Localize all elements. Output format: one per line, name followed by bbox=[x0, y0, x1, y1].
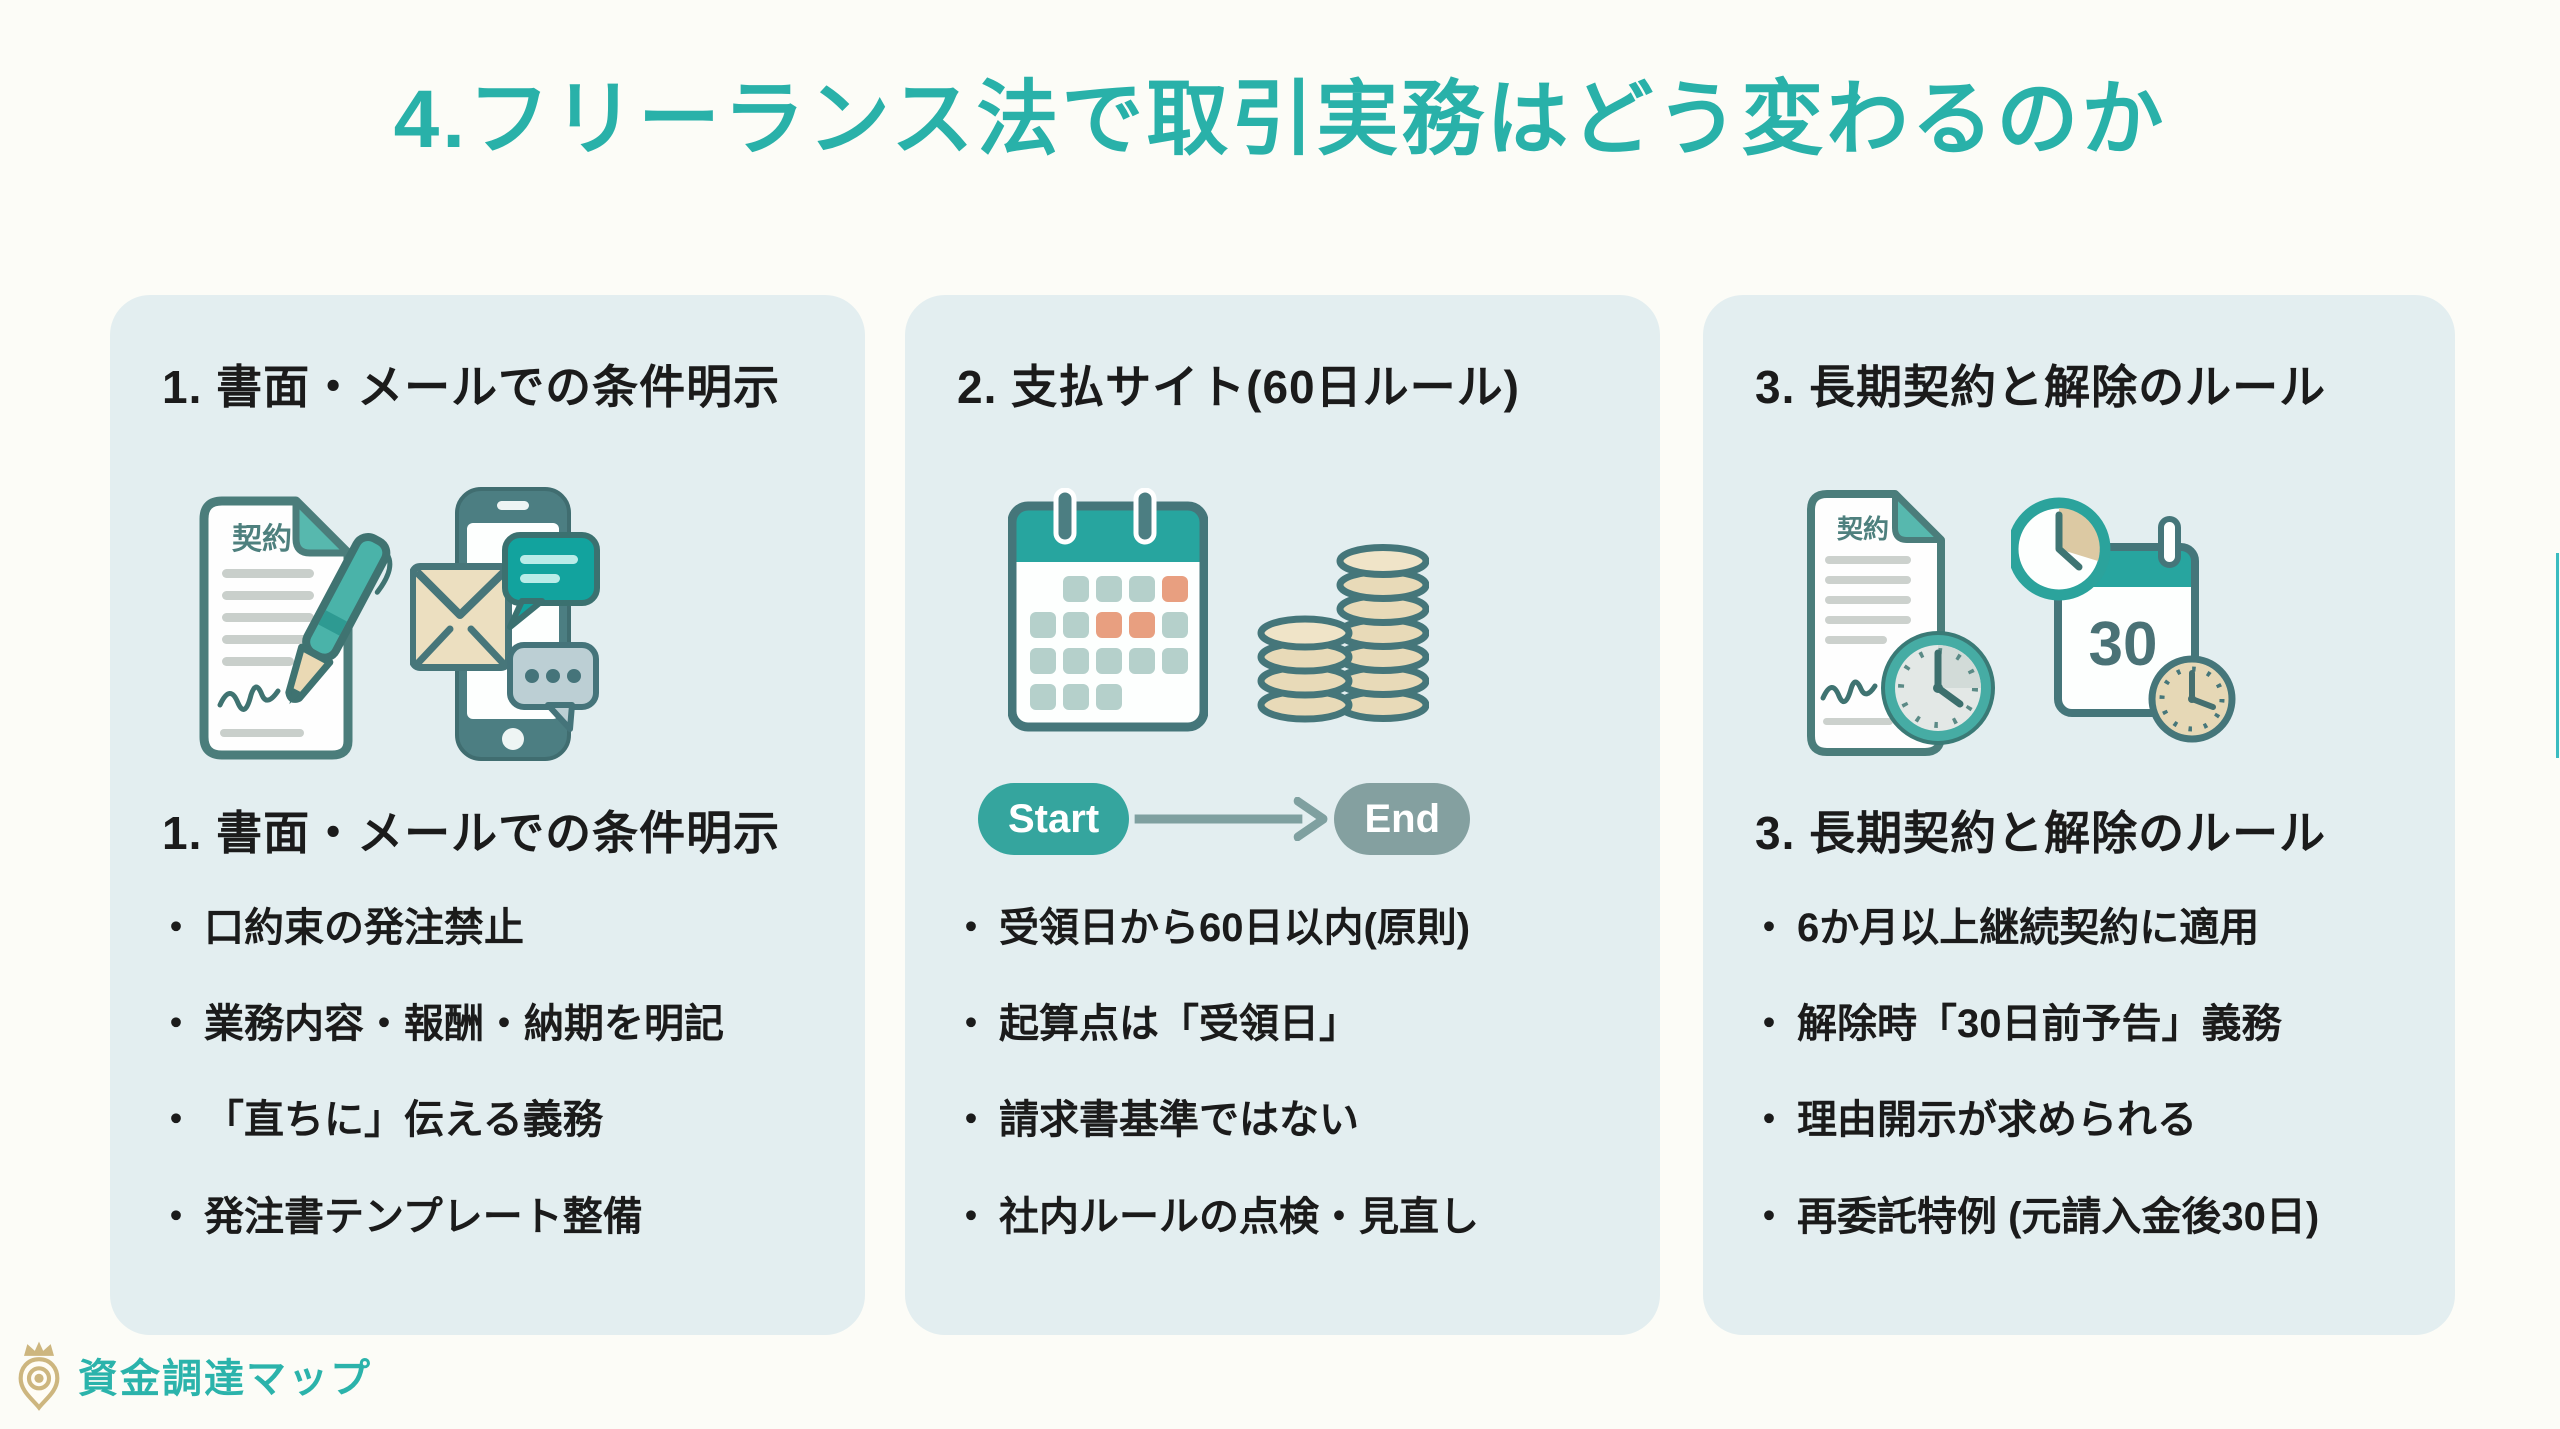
bullet-text: 解除時「30日前予告」義務 bbox=[1797, 1002, 2282, 1047]
list-item: ・社内ルールの点検・見直し bbox=[951, 1194, 1640, 1241]
flow-arrow-icon bbox=[1134, 797, 1328, 841]
bullet-text: 業務内容・報酬・納期を明記 bbox=[204, 1002, 724, 1047]
brand-logo: 資金調達マップ bbox=[14, 1338, 372, 1412]
bullet-marker: ・ bbox=[156, 906, 196, 950]
list-item: ・業務内容・報酬・納期を明記 bbox=[156, 1001, 845, 1048]
card-subtitle: 3. 長期契約と解除のルール bbox=[1755, 807, 2327, 859]
card-long-term-rules: 3. 長期契約と解除のルール 契約 30 3. 長期契約と解除のルール ・ bbox=[1703, 295, 2455, 1335]
card-subtitle: 1. 書面・メールでの条件明示 bbox=[162, 807, 781, 859]
bullet-text: 口約束の発注禁止 bbox=[204, 906, 524, 950]
bullet-text: 社内ルールの点検・見直し bbox=[999, 1194, 1479, 1239]
bullet-list: ・6か月以上継続契約に適用 ・解除時「30日前予告」義務 ・理由開示が求められる… bbox=[1749, 905, 2435, 1290]
list-item: ・「直ちに」伝える義務 bbox=[156, 1097, 845, 1144]
bullet-text: 「直ちに」伝える義務 bbox=[204, 1098, 603, 1143]
payment-flow: Start End bbox=[978, 783, 1470, 855]
bullet-marker: ・ bbox=[1749, 906, 1789, 950]
bullet-marker: ・ bbox=[951, 1098, 991, 1143]
calendar-day-label: 30 bbox=[2089, 610, 2158, 679]
coins-icon bbox=[1257, 544, 1429, 723]
bullet-text: 発注書テンプレート整備 bbox=[204, 1194, 643, 1239]
bullet-text: 6か月以上継続契約に適用 bbox=[1797, 906, 2260, 950]
list-item: ・再委託特例 (元請入金後30日) bbox=[1749, 1194, 2435, 1241]
page-title: 4.フリーランス法で取引実務はどう変わるのか bbox=[393, 74, 2167, 165]
list-item: ・解除時「30日前予告」義務 bbox=[1749, 1001, 2435, 1048]
card-header: 3. 長期契約と解除のルール bbox=[1755, 361, 2327, 413]
list-item: ・受領日から60日以内(原則) bbox=[951, 905, 1640, 952]
logo-text: 資金調達マップ bbox=[78, 1357, 372, 1401]
contract-label: 契約 bbox=[1836, 514, 1889, 544]
logo-pin-icon bbox=[18, 1341, 60, 1411]
bullet-text: 理由開示が求められる bbox=[1797, 1098, 2197, 1143]
bullet-text: 請求書基準ではない bbox=[999, 1098, 1359, 1143]
bullet-marker: ・ bbox=[1749, 1098, 1789, 1143]
phone-mail-icon bbox=[410, 487, 600, 761]
clock-calendar-30-icon: 30 bbox=[2011, 497, 2236, 743]
calendar-icon bbox=[1008, 488, 1208, 732]
list-item: ・口約束の発注禁止 bbox=[156, 905, 845, 952]
right-edge-artifact-line bbox=[2556, 553, 2559, 758]
card-header: 1. 書面・メールでの条件明示 bbox=[162, 361, 781, 413]
card-written-terms: 1. 書面・メールでの条件明示 契約 bbox=[110, 295, 865, 1335]
contract-pen-icon: 契約 bbox=[199, 496, 393, 760]
bullet-marker: ・ bbox=[951, 906, 991, 950]
list-item: ・起算点は「受領日」 bbox=[951, 1001, 1640, 1048]
list-item: ・発注書テンプレート整備 bbox=[156, 1194, 845, 1241]
bullet-text: 受領日から60日以内(原則) bbox=[999, 906, 1471, 950]
list-item: ・請求書基準ではない bbox=[951, 1097, 1640, 1144]
flow-end-pill: End bbox=[1334, 783, 1470, 855]
contract-clock-icon: 契約 bbox=[1807, 490, 1995, 756]
bullet-marker: ・ bbox=[156, 1098, 196, 1143]
list-item: ・理由開示が求められる bbox=[1749, 1097, 2435, 1144]
bullet-text: 再委託特例 (元請入金後30日) bbox=[1797, 1194, 2320, 1239]
card-header: 2. 支払サイト(60日ルール) bbox=[957, 361, 1520, 413]
card-payment-term: 2. 支払サイト(60日ルール) bbox=[905, 295, 1660, 1335]
list-item: ・6か月以上継続契約に適用 bbox=[1749, 905, 2435, 952]
flow-start-pill: Start bbox=[978, 783, 1130, 855]
bullet-marker: ・ bbox=[156, 1002, 196, 1047]
bullet-text: 起算点は「受領日」 bbox=[999, 1002, 1359, 1047]
bullet-marker: ・ bbox=[1749, 1194, 1789, 1239]
contract-label: 契約 bbox=[232, 523, 292, 556]
bullet-marker: ・ bbox=[1749, 1002, 1789, 1047]
bullet-list: ・受領日から60日以内(原則) ・起算点は「受領日」 ・請求書基準ではない ・社… bbox=[951, 905, 1640, 1290]
bullet-marker: ・ bbox=[951, 1002, 991, 1047]
bullet-list: ・口約束の発注禁止 ・業務内容・報酬・納期を明記 ・「直ちに」伝える義務 ・発注… bbox=[156, 905, 845, 1290]
bullet-marker: ・ bbox=[951, 1194, 991, 1239]
bullet-marker: ・ bbox=[156, 1194, 196, 1239]
